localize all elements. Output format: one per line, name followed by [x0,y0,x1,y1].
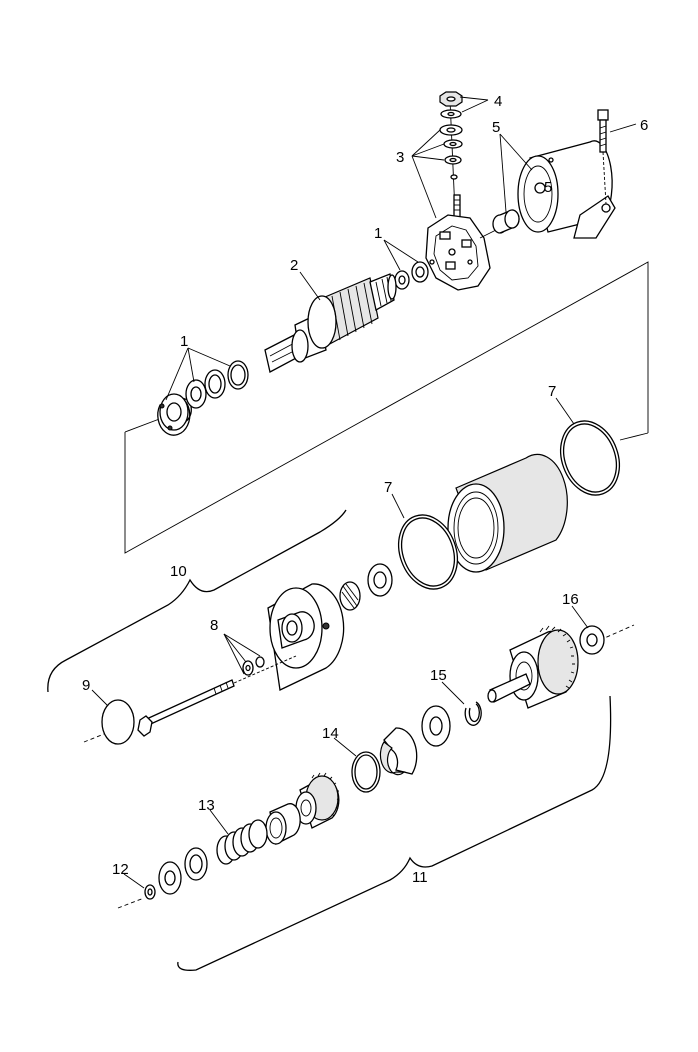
armature-washers-upper [394,261,429,290]
callout-4: 4 [494,93,502,110]
long-through-bolt [83,655,297,743]
retaining-ring [351,751,381,793]
nut-and-washer-stack [439,91,463,213]
plug-cap [101,699,135,745]
armature [264,273,397,373]
callout-5-left: 5 [492,119,500,136]
pinion-gear [295,772,340,829]
group-10-brace [47,509,347,693]
pinion-shaft-assembly [487,624,635,709]
assembly-frame-line [124,261,649,554]
drive-sleeve [265,803,301,845]
callout-9: 9 [82,677,90,694]
bushing [479,209,520,239]
callout-11: 11 [412,869,428,886]
bearing [339,563,393,611]
small-washer [117,884,156,909]
thrust-washer [421,705,451,747]
callout-2: 2 [290,257,298,274]
spring-washers [158,847,208,895]
callout-3: 3 [396,149,404,166]
leader-lines [91,96,637,889]
end-cap-housing [517,140,616,239]
o-ring-upper [560,420,620,496]
field-housing [447,453,568,573]
callout-8: 8 [210,617,218,634]
drive-end-housing [267,583,345,691]
callout-5-right: 5 [544,179,552,196]
callout-1-lower: 1 [180,333,188,350]
brush-plate [425,194,491,291]
o-ring-lower [398,514,458,590]
drive-spring [216,819,268,865]
through-bolt-short [597,109,609,205]
callout-7-lower: 7 [384,479,392,496]
snap-ring [464,701,482,726]
callout-12: 12 [112,861,129,878]
split-collar [379,727,418,776]
callout-13: 13 [198,797,215,814]
callout-labels: 1 1 2 3 4 5 5 6 7 7 8 9 10 11 12 13 14 1… [82,93,648,886]
callout-7-upper: 7 [548,383,556,400]
callout-6: 6 [640,117,648,134]
callout-15: 15 [430,667,447,684]
callout-10: 10 [170,563,187,580]
group-11-brace [177,695,612,971]
armature-washers-lower [157,360,249,436]
callout-16: 16 [562,591,579,608]
callout-14: 14 [322,725,339,742]
callout-1-upper: 1 [374,225,382,242]
